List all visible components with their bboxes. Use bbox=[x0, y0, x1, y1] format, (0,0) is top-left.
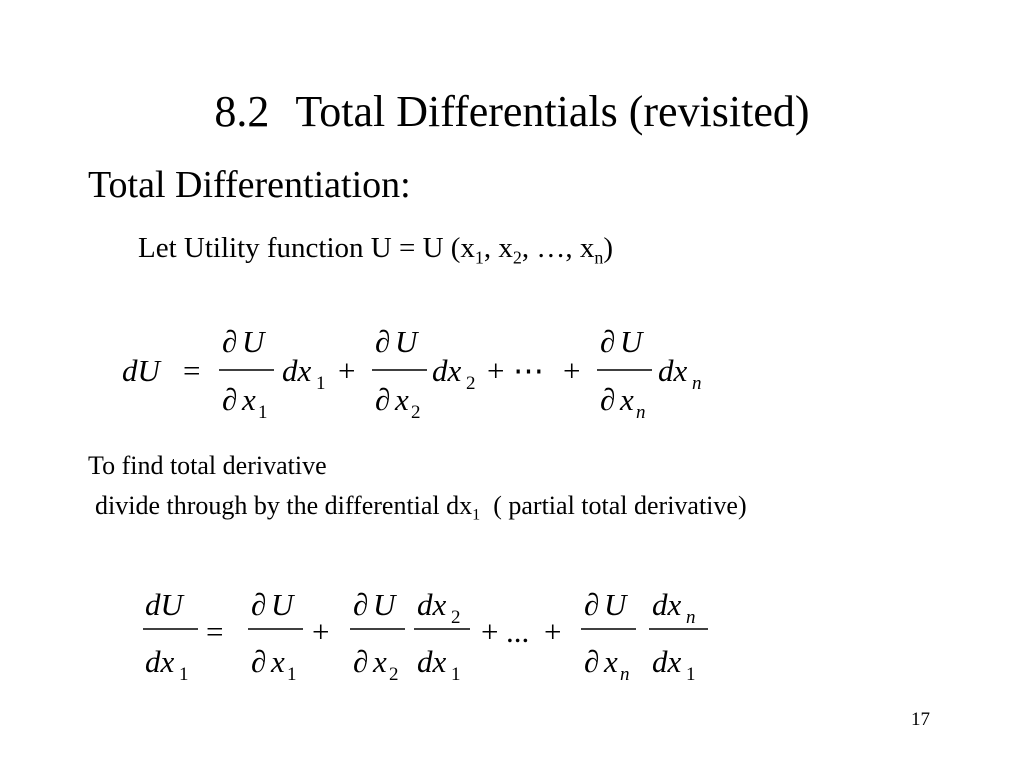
instruction-line-2-suffix: ( partial total derivative) bbox=[480, 491, 747, 520]
eq1-tn-partial: ∂ bbox=[600, 324, 615, 359]
eq1-tn-dx-sub: n bbox=[692, 373, 702, 394]
eq1-t1-partial: ∂ bbox=[222, 324, 237, 359]
eq1-equals: = bbox=[183, 353, 200, 388]
instruction-line-2: divide through by the differential dx1 (… bbox=[95, 490, 747, 524]
eq1-tn-U: U bbox=[620, 324, 645, 359]
eq1-plus-1: + bbox=[338, 353, 355, 388]
eq2-t1-U: U bbox=[271, 587, 296, 622]
eq2-t2-den-x: x bbox=[372, 644, 387, 679]
eq1-t2-dx-sub: 2 bbox=[466, 373, 476, 394]
subscript-1: 1 bbox=[474, 247, 484, 268]
eq2-t2-U: U bbox=[373, 587, 398, 622]
heading-total-differentiation: Total Differentiation: bbox=[88, 164, 411, 206]
eq2-t1-den-x: x bbox=[270, 644, 285, 679]
eq1-t1-den-x: x bbox=[241, 382, 256, 417]
eq2-t1-den-partial: ∂ bbox=[251, 644, 266, 679]
eq1-t1-den-partial: ∂ bbox=[222, 382, 237, 417]
instruction-line-2-prefix: divide through by the differential dx bbox=[95, 491, 473, 520]
eq1-tn-dx: dx bbox=[658, 353, 688, 388]
eq2-dots: ... bbox=[506, 614, 529, 649]
eq2-tn-den-partial: ∂ bbox=[584, 644, 599, 679]
eq2-tn-dxnum: dx bbox=[652, 587, 682, 622]
page-number: 17 bbox=[911, 709, 930, 730]
eq2-t1-partial: ∂ bbox=[251, 587, 266, 622]
eq1-tn-den-partial: ∂ bbox=[600, 382, 615, 417]
eq2-t2-den-partial: ∂ bbox=[353, 644, 368, 679]
eq2-lhs-num: dU bbox=[145, 587, 186, 622]
utility-function-definition: Let Utility function U = U (x1, x2, …, x… bbox=[138, 228, 613, 268]
eq1-t2-den-x: x bbox=[394, 382, 409, 417]
eq1-t1-dx-sub: 1 bbox=[316, 373, 326, 394]
eq1-cdots: ⋯ bbox=[513, 353, 544, 388]
eq2-t2-dxnum: dx bbox=[417, 587, 447, 622]
subscript-2: 2 bbox=[512, 247, 522, 268]
instruction-line-2-sub: 1 bbox=[472, 506, 481, 524]
section-number: 8.2 bbox=[214, 87, 270, 136]
eq2-tn-den-x: x bbox=[603, 644, 618, 679]
let-line-close: ) bbox=[603, 232, 614, 264]
eq1-t2-dx: dx bbox=[432, 353, 462, 388]
eq1-lhs: dU bbox=[122, 353, 163, 388]
eq2-plus-2: + bbox=[481, 614, 498, 649]
eq2-plus-3: + bbox=[544, 614, 561, 649]
subscript-n: n bbox=[594, 247, 604, 268]
eq1-t1-den-sub: 1 bbox=[258, 402, 268, 423]
title-text: Total Differentials (revisited) bbox=[295, 87, 810, 136]
eq2-t2-partial: ∂ bbox=[353, 587, 368, 622]
eq2-t2-dxden: dx bbox=[417, 644, 447, 679]
let-line-comma-1: , x bbox=[483, 232, 513, 264]
instruction-line-1: To find total derivative bbox=[88, 451, 327, 480]
eq2-tn-dxden-sub: 1 bbox=[686, 664, 696, 685]
eq2-t1-den-sub: 1 bbox=[287, 664, 297, 685]
eq2-equals: = bbox=[206, 614, 223, 649]
eq1-plus-3: + bbox=[563, 353, 580, 388]
eq2-lhs-den-sub: 1 bbox=[179, 664, 189, 685]
eq1-t2-partial: ∂ bbox=[375, 324, 390, 359]
eq2-lhs-den: dx bbox=[145, 644, 175, 679]
slide-title: 8.2 Total Differentials (revisited) bbox=[0, 84, 1024, 140]
eq1-t2-den-partial: ∂ bbox=[375, 382, 390, 417]
let-line-comma-2: , …, x bbox=[521, 232, 595, 264]
eq2-tn-dxnum-sub: n bbox=[686, 607, 696, 628]
eq1-tn-den-x: x bbox=[619, 382, 634, 417]
eq1-tn-den-sub: n bbox=[636, 402, 646, 423]
eq2-tn-U: U bbox=[604, 587, 629, 622]
eq1-t1-U: U bbox=[242, 324, 267, 359]
eq1-t1-dx: dx bbox=[282, 353, 312, 388]
let-line-prefix: Let Utility function U = U (x bbox=[138, 232, 475, 264]
eq2-t2-dxnum-sub: 2 bbox=[451, 607, 461, 628]
eq2-tn-partial: ∂ bbox=[584, 587, 599, 622]
eq2-plus-1: + bbox=[312, 614, 329, 649]
eq1-t2-U: U bbox=[395, 324, 420, 359]
eq2-tn-dxden: dx bbox=[652, 644, 682, 679]
eq2-t2-dxden-sub: 1 bbox=[451, 664, 461, 685]
eq2-tn-den-sub: n bbox=[620, 664, 630, 685]
eq1-t2-den-sub: 2 bbox=[411, 402, 421, 423]
eq2-t2-den-sub: 2 bbox=[389, 664, 399, 685]
eq1-plus-2: + bbox=[487, 353, 504, 388]
